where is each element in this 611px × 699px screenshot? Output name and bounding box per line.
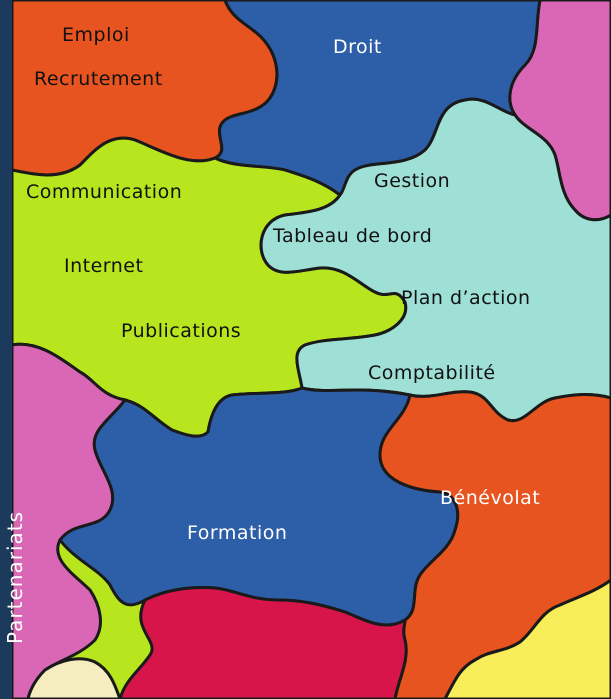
label-internet: Internet (64, 255, 144, 277)
label-partenariats: Partenariats (3, 510, 27, 644)
label-gestion: Gestion (374, 170, 451, 192)
label-publications: Publications (121, 320, 242, 342)
label-formation: Formation (187, 522, 288, 544)
label-tableau-de-bord: Tableau de bord (273, 225, 433, 247)
label-communication: Communication (26, 181, 183, 203)
label-benevolat: Bénévolat (440, 487, 541, 509)
piece-yellow (443, 578, 611, 699)
piece-cream (26, 657, 122, 699)
puzzle-diagram (12, 0, 611, 699)
piece-red (118, 586, 408, 699)
label-emploi: Emploi (62, 24, 130, 46)
label-comptabilite: Comptabilité (368, 362, 496, 384)
label-plan-d-action: Plan d’action (401, 287, 531, 309)
label-recrutement: Recrutement (34, 68, 163, 90)
label-droit: Droit (333, 36, 382, 58)
